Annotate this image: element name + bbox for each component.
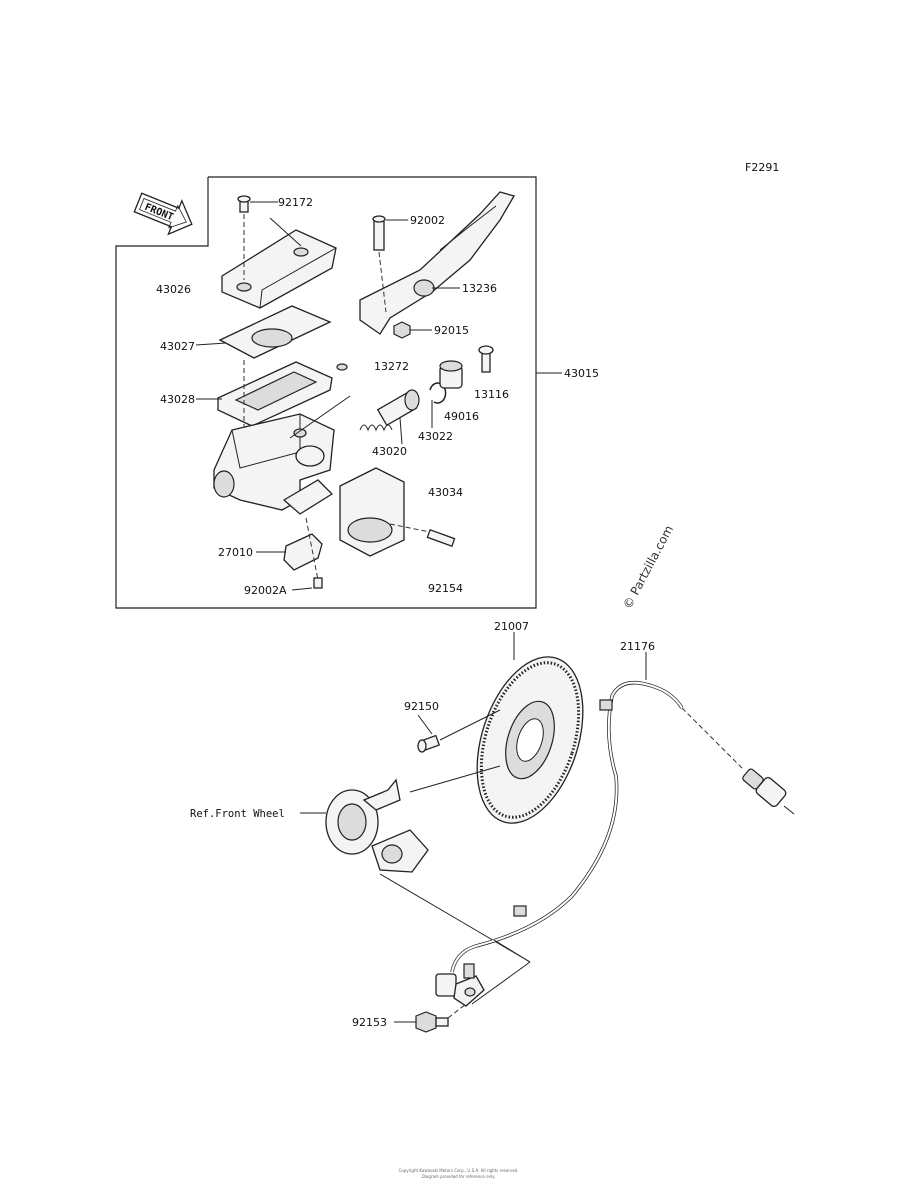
callout-92150: 92150: [404, 700, 439, 713]
master-cylinder-body: [213, 413, 335, 515]
circlip: [429, 382, 447, 404]
callout-92154: 92154: [428, 582, 463, 595]
front-direction-arrow-icon: FRONT: [133, 192, 193, 236]
diaphragm: [217, 361, 333, 427]
callout-13116: 13116: [474, 388, 509, 401]
assembly-frame: [115, 176, 537, 609]
callout-43027: 43027: [160, 340, 195, 353]
sensor-bolt: [415, 1011, 449, 1033]
callout-43022: 43022: [418, 430, 453, 443]
brake-lever: [359, 191, 515, 335]
brake-light-switch: [283, 533, 323, 571]
callout-92002A: 92002A: [244, 584, 287, 597]
diaphragm-plate: [218, 305, 332, 359]
footer-line-1: Copyright Kawasaki Motors Corp., U.S.A. …: [398, 1168, 519, 1173]
footer-line-2: Diagram provided for reference only.: [421, 1174, 496, 1179]
callout-21176: 21176: [620, 640, 655, 653]
handlebar-clamp: [339, 467, 405, 557]
callout-27010: 27010: [218, 546, 253, 559]
callout-43034: 43034: [428, 486, 463, 499]
lever-nut: [393, 321, 411, 339]
callout-21007: 21007: [494, 620, 529, 633]
abs-sensor-rotor: [476, 656, 584, 824]
figure-code: F2291: [745, 161, 779, 174]
front-wheel-hub: [325, 778, 429, 873]
reference-label: Ref.Front Wheel: [190, 808, 285, 820]
rotor-screw: [417, 734, 441, 753]
callout-43026: 43026: [156, 283, 191, 296]
callout-92015: 92015: [434, 324, 469, 337]
dust-boot: [439, 360, 463, 389]
callout-43028: 43028: [160, 393, 195, 406]
watermark: © Partzilla.com: [620, 523, 676, 611]
callout-92172: 92172: [278, 196, 313, 209]
callout-13272: 13272: [374, 360, 409, 373]
pivot-pin: [478, 345, 494, 373]
clamp-bolt: [426, 528, 456, 548]
reservoir-cap: [221, 229, 337, 309]
abs-speed-sensor: [435, 963, 485, 1007]
callout-92002: 92002: [410, 214, 445, 227]
callout-43015: 43015: [564, 367, 599, 380]
callout-13236: 13236: [462, 282, 497, 295]
callout-43020: 43020: [372, 445, 407, 458]
abs-sensor-cable: [450, 680, 795, 973]
callout-49016: 49016: [444, 410, 479, 423]
switch-screw: [313, 577, 323, 589]
piston-assembly: [359, 389, 420, 432]
callout-92153: 92153: [352, 1016, 387, 1029]
lever-bolt: [372, 215, 386, 251]
cap-screw: [237, 195, 251, 213]
